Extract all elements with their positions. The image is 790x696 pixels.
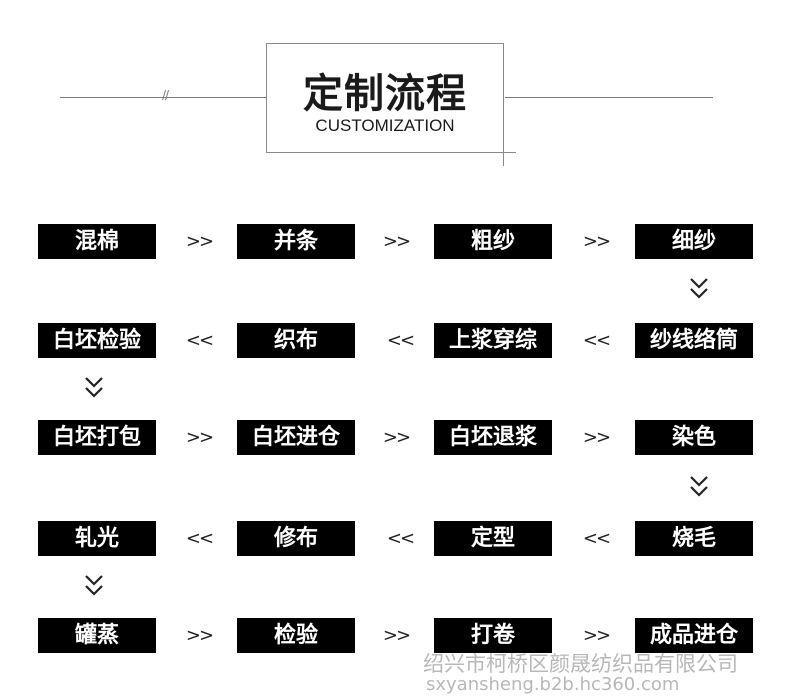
step-box: 白坯进仓 bbox=[237, 420, 355, 455]
arrow-right: >> bbox=[185, 427, 214, 448]
step-box: 罐蒸 bbox=[38, 618, 156, 653]
page-subtitle: CUSTOMIZATION bbox=[315, 116, 455, 135]
step-box: 细纱 bbox=[635, 224, 753, 259]
arrow-right: >> bbox=[185, 231, 214, 252]
step-box: 上浆穿综 bbox=[434, 323, 552, 358]
page-title: 定制流程 bbox=[303, 71, 467, 117]
arrow-right: >> bbox=[185, 625, 214, 646]
arrow-left: << bbox=[386, 330, 415, 351]
title-box: 定制流程 CUSTOMIZATION bbox=[266, 43, 504, 153]
arrow-left: << bbox=[582, 528, 611, 549]
chevron-down-icon bbox=[687, 474, 711, 500]
arrow-right: >> bbox=[582, 427, 611, 448]
arrow-right: >> bbox=[582, 625, 611, 646]
step-box: 白坯退浆 bbox=[434, 420, 552, 455]
arrow-left: << bbox=[185, 528, 214, 549]
arrow-left: << bbox=[582, 330, 611, 351]
step-box: 轧光 bbox=[38, 521, 156, 556]
watermark-url: sxyansheng.b2b.hc360.com bbox=[426, 674, 680, 695]
arrow-right: >> bbox=[382, 625, 411, 646]
step-box: 粗纱 bbox=[434, 224, 552, 259]
arrow-right: >> bbox=[382, 427, 411, 448]
step-box: 并条 bbox=[237, 224, 355, 259]
step-box: 修布 bbox=[237, 521, 355, 556]
slash-decoration: // bbox=[162, 88, 169, 102]
header-line-right bbox=[505, 97, 713, 98]
step-box: 织布 bbox=[237, 323, 355, 358]
chevron-down-icon bbox=[82, 375, 106, 401]
step-box: 染色 bbox=[635, 420, 753, 455]
step-box: 白坯打包 bbox=[38, 420, 156, 455]
step-box: 检验 bbox=[237, 618, 355, 653]
arrow-right: >> bbox=[382, 231, 411, 252]
step-box: 烧毛 bbox=[635, 521, 753, 556]
plus-decoration-icon bbox=[490, 140, 516, 166]
step-box: 成品进仓 bbox=[635, 618, 753, 653]
step-box: 定型 bbox=[434, 521, 552, 556]
step-box: 打卷 bbox=[434, 618, 552, 653]
arrow-left: << bbox=[386, 528, 415, 549]
step-box: 混棉 bbox=[38, 224, 156, 259]
arrow-right: >> bbox=[582, 231, 611, 252]
chevron-down-icon bbox=[82, 573, 106, 599]
step-box: 纱线络筒 bbox=[635, 323, 753, 358]
step-box: 白坯检验 bbox=[38, 323, 156, 358]
watermark-company: 绍兴市柯桥区颜晟纺织品有限公司 bbox=[423, 652, 738, 676]
arrow-left: << bbox=[185, 330, 214, 351]
header-line-left bbox=[60, 97, 267, 98]
chevron-down-icon bbox=[687, 276, 711, 302]
